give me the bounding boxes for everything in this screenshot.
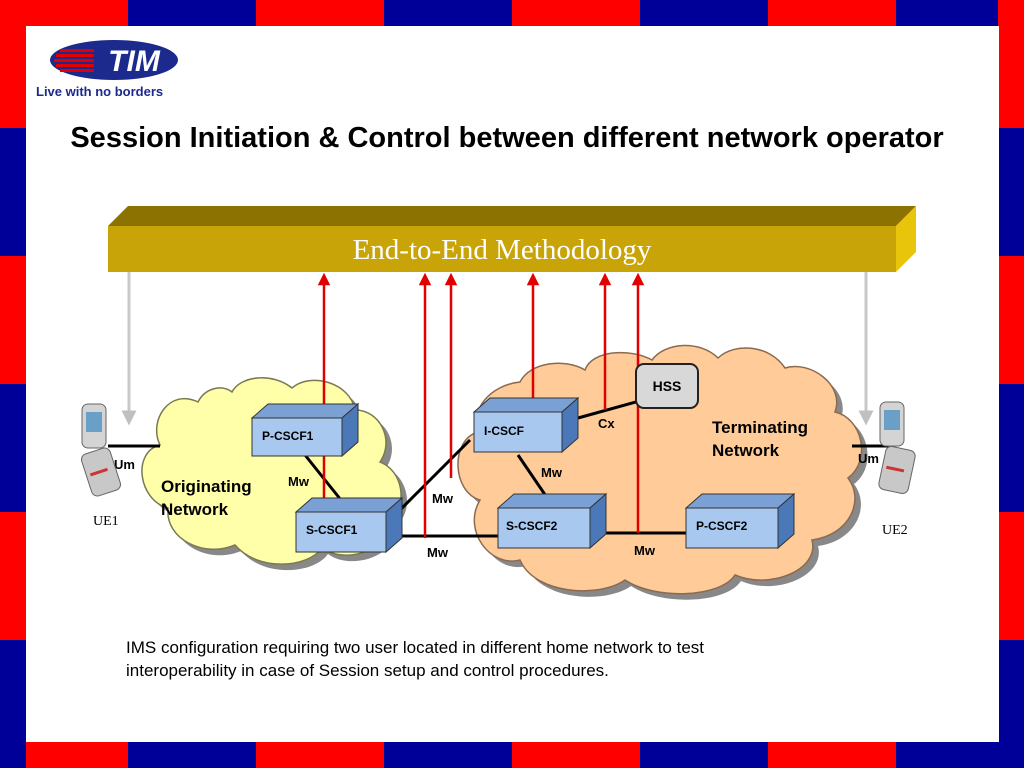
border-tile <box>256 0 384 26</box>
border-tile <box>998 128 1024 256</box>
hss-label: HSS <box>653 378 682 394</box>
border-tile <box>384 742 512 768</box>
border-tile <box>256 742 384 768</box>
border-tile <box>998 640 1024 768</box>
s-cscf1-label: S-CSCF1 <box>306 523 358 537</box>
tagline: Live with no borders <box>36 84 164 99</box>
mw-icscf-s2-label: Mw <box>541 465 563 480</box>
node-s-cscf2: S-CSCF2 <box>496 492 608 550</box>
link-icscf-hss <box>577 400 637 420</box>
tim-logo: TIM <box>50 40 178 80</box>
border-tile <box>0 640 26 768</box>
um-right-label: Um <box>858 451 879 466</box>
description-text: IMS configuration requiring two user loc… <box>126 638 704 680</box>
border-tile <box>0 256 26 384</box>
node-s-cscf1: S-CSCF1 <box>294 496 404 554</box>
ue1-label: UE1 <box>93 514 119 529</box>
um-left-label: Um <box>114 457 135 472</box>
banner-label: End-to-End Methodology <box>353 234 652 266</box>
terminating-label-line1: Terminating <box>712 418 808 437</box>
cx-label: Cx <box>598 416 615 431</box>
originating-label-line1: Originating <box>161 477 252 496</box>
node-p-cscf2: P-CSCF2 <box>684 492 796 550</box>
ue2-label: UE2 <box>882 523 908 538</box>
mw-orig-label: Mw <box>288 474 310 489</box>
ue1-phone-icon <box>80 403 122 497</box>
mw-bottom-right-label: Mw <box>634 543 656 558</box>
s-cscf2-label: S-CSCF2 <box>506 519 558 533</box>
border-tile <box>640 0 768 26</box>
border-tile <box>512 0 640 26</box>
node-p-cscf1: P-CSCF1 <box>250 402 360 458</box>
border-tile <box>0 0 26 128</box>
border-tile <box>768 0 896 26</box>
mw-bottom-left-label: Mw <box>427 545 449 560</box>
border-tile <box>0 512 26 640</box>
terminating-label-line2: Network <box>712 441 780 460</box>
node-i-cscf: I-CSCF <box>472 396 580 454</box>
border-tile <box>512 742 640 768</box>
ue2-phone-icon <box>878 401 916 495</box>
border-tile <box>0 384 26 512</box>
border-tile <box>384 0 512 26</box>
border-tile <box>640 742 768 768</box>
border-tile <box>998 384 1024 512</box>
page-title: Session Initiation & Control between dif… <box>70 122 944 154</box>
node-hss: HSS <box>635 363 699 409</box>
mw-s1-icscf-label: Mw <box>432 491 454 506</box>
ue-arrows <box>121 272 874 426</box>
logo-brand-text: TIM <box>108 45 161 78</box>
border-tile <box>998 0 1024 128</box>
border-tile <box>128 742 256 768</box>
border-tile <box>768 742 896 768</box>
connections <box>108 400 890 538</box>
p-cscf1-label: P-CSCF1 <box>262 429 314 443</box>
p-cscf2-label: P-CSCF2 <box>696 519 748 533</box>
originating-label-line2: Network <box>161 500 229 519</box>
i-cscf-label: I-CSCF <box>484 424 524 438</box>
border-tile <box>998 256 1024 384</box>
border-tile <box>128 0 256 26</box>
link-scscf1-icscf <box>390 438 472 520</box>
end-to-end-banner: End-to-End Methodology <box>108 206 916 272</box>
border-tile <box>0 128 26 256</box>
border-tile <box>998 512 1024 640</box>
